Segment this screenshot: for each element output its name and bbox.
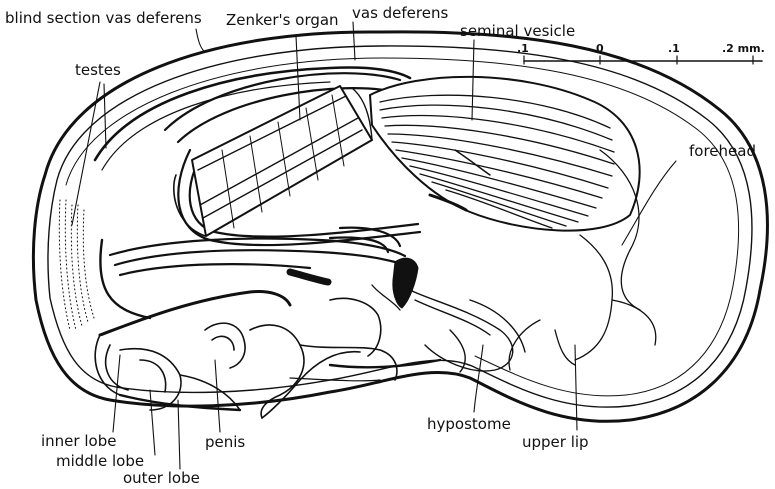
scale-tick-label: .2 mm. xyxy=(722,43,765,55)
leader-middle-lobe xyxy=(150,390,155,455)
leader-hypostome xyxy=(474,345,483,412)
scale-tick-label: .1 xyxy=(668,43,680,55)
zenkers-organ xyxy=(174,86,372,236)
testes-stipple xyxy=(59,200,94,330)
scale-bar xyxy=(524,56,762,64)
label-testes: testes xyxy=(75,62,121,79)
label-inner-lobe: inner lobe xyxy=(41,433,116,450)
label-penis: penis xyxy=(205,434,245,451)
label-blind-section-vas-deferens: blind section vas deferens xyxy=(5,10,202,27)
label-vas-deferens: vas deferens xyxy=(352,5,448,22)
hypostome-region xyxy=(410,290,525,372)
label-hypostome: hypostome xyxy=(427,416,511,433)
label-seminal-vesicle: seminal vesicle xyxy=(460,23,575,40)
ventral-margin xyxy=(290,360,440,381)
label-upper-lip: upper lip xyxy=(522,434,589,451)
scale-tick-label: .1 xyxy=(517,43,529,55)
leader-outer-lobe xyxy=(178,400,180,469)
label-outer-lobe: outer lobe xyxy=(123,470,200,487)
leader-inner-lobe xyxy=(113,355,120,432)
label-middle-lobe: middle lobe xyxy=(56,453,144,470)
leader-vas-deferens xyxy=(353,22,355,60)
scale-tick-label: 0 xyxy=(596,43,604,55)
postabdomen xyxy=(95,292,397,418)
seminal-vesicle xyxy=(370,77,640,231)
mandible xyxy=(372,258,418,310)
label-zenkers-organ: Zenker's organ xyxy=(226,12,339,29)
leader-testes-1 xyxy=(72,82,100,225)
label-forehead: forehead xyxy=(689,143,756,160)
leader-penis xyxy=(215,360,220,432)
leader-blind-section xyxy=(196,29,205,52)
